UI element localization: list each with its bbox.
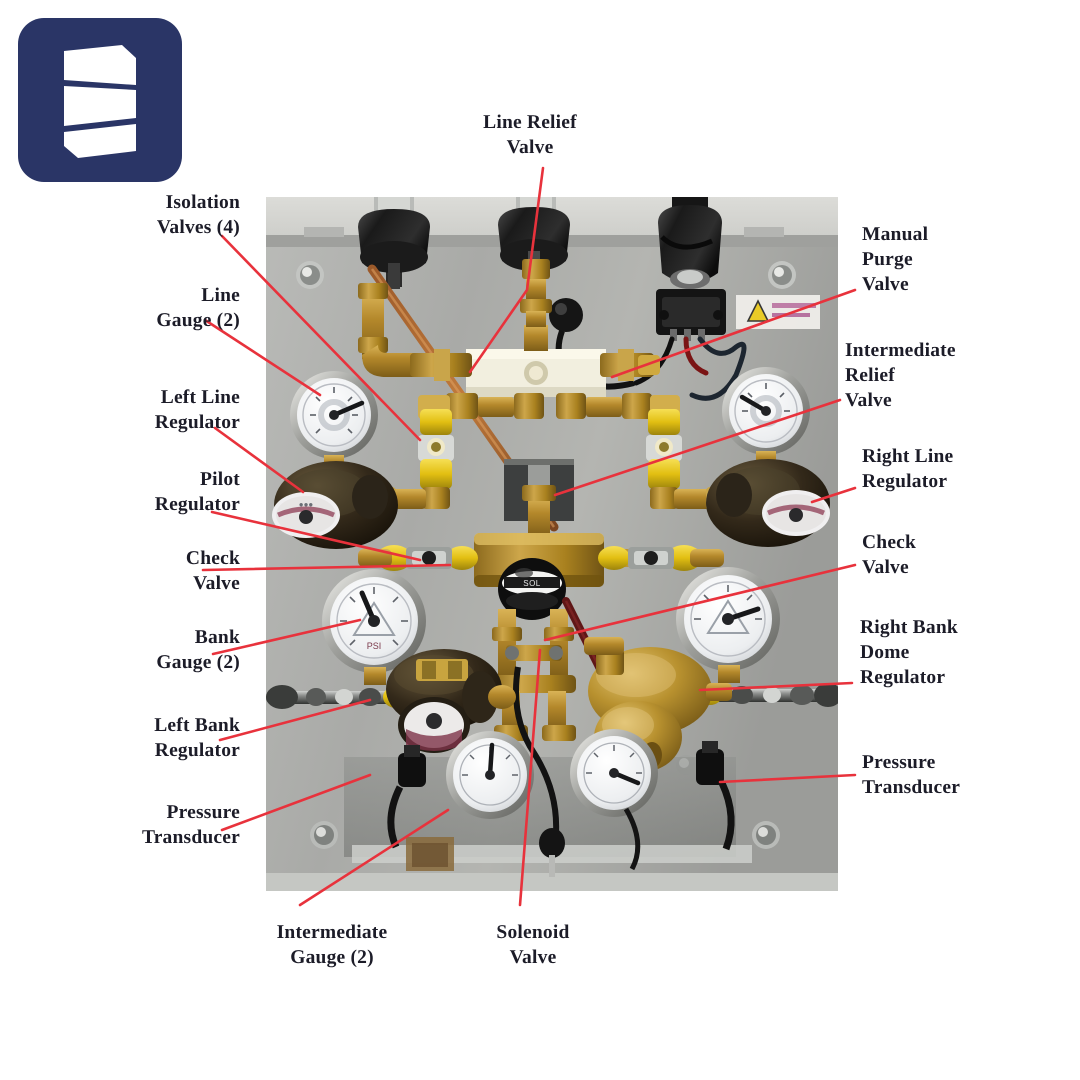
label-manual-purge-valve: Manual Purge Valve (862, 224, 929, 295)
label-right-line-regulator: Right Line Regulator (862, 446, 954, 492)
svg-text:SOL: SOL (523, 579, 541, 588)
label-solenoid-valve: Solenoid Valve (496, 922, 570, 968)
logo-block-middle (64, 86, 136, 126)
manifold-panel-photo: ●●● (266, 197, 838, 891)
brass-pipework-top-right (600, 349, 660, 381)
center-riser (522, 485, 556, 537)
logo-block-top (64, 45, 136, 85)
label-pilot-regulator: Pilot Regulator (154, 469, 240, 515)
svg-text:●●●: ●●● (299, 500, 314, 509)
left-bank-regulator (386, 649, 516, 753)
label-intermediate-gauge: Intermediate Gauge (2) (276, 922, 388, 968)
label-pressure-transducer-left: Pressure Transducer (141, 802, 240, 848)
pressure-transducer-right-device (696, 741, 735, 851)
stacked-blocks-logo (18, 18, 182, 182)
label-check-valve-left: Check Valve (185, 548, 240, 594)
label-isolation-valves: Isolation Valves (4) (156, 192, 240, 238)
label-right-bank-dome-regulator: Right Bank Dome Regulator (860, 617, 958, 688)
label-left-bank-regulator: Left Bank Regulator (154, 715, 240, 761)
isolation-valve-upper-right (646, 409, 682, 489)
intermediate-gauge-right (570, 729, 658, 871)
panel-flange-tab-left (304, 227, 344, 237)
logo-block-bottom (64, 124, 136, 158)
panel-flange-tab-right (744, 227, 784, 237)
label-left-line-regulator: Left Line Regulator (154, 387, 240, 433)
right-line-regulator (706, 459, 830, 547)
label-intermediate-relief-valve: Intermediate Relief Valve (845, 340, 956, 411)
label-pressure-transducer-right: Pressure Transducer (862, 752, 961, 798)
label-line-relief-valve: Line Relief Valve (483, 112, 577, 158)
top-valve-assembly-right (658, 197, 722, 289)
isolation-valve-upper-left (418, 409, 454, 489)
bottom-center-fitting (539, 828, 565, 877)
label-line-gauge: Line Gauge (2) (156, 285, 240, 331)
label-check-valve-right: Check Valve (862, 532, 917, 578)
terminal-block (656, 289, 726, 341)
intermediate-gauge-left (446, 731, 534, 819)
svg-text:PSI: PSI (367, 641, 382, 651)
label-bank-gauge: Bank Gauge (2) (156, 627, 240, 673)
warning-sticker (736, 295, 820, 329)
